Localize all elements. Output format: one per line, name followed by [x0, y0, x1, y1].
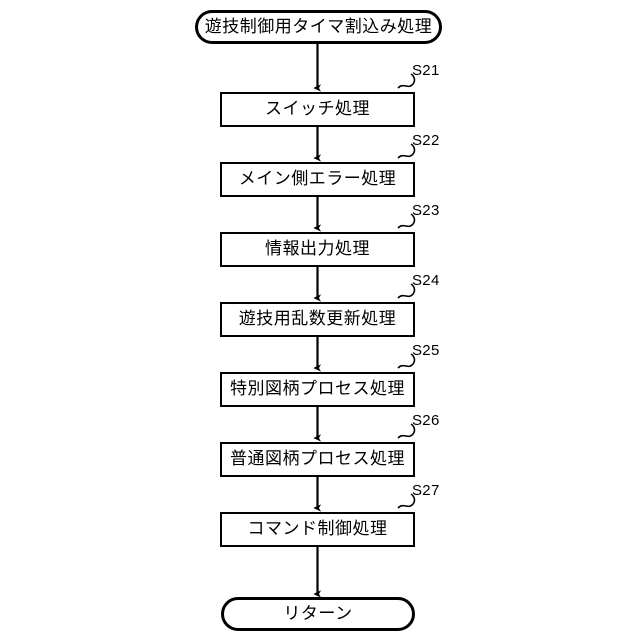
step-tag-s22: S22	[412, 132, 440, 149]
leader-line-s24	[397, 283, 416, 299]
step-tag-s25: S25	[412, 342, 440, 359]
process-box-s26-label: 普通図柄プロセス処理	[230, 449, 405, 469]
leader-line-s25	[397, 353, 416, 369]
leader-line-s23	[397, 213, 416, 229]
step-tag-s24: S24	[412, 272, 440, 289]
process-box-s21: スイッチ処理	[220, 92, 415, 127]
leader-line-s27	[397, 493, 416, 509]
step-tag-s21: S21	[412, 62, 440, 79]
step-tag-s23: S23	[412, 202, 440, 219]
process-box-s25: 特別図柄プロセス処理	[220, 372, 415, 407]
step-tag-s27: S27	[412, 482, 440, 499]
leader-line-s21	[397, 73, 416, 89]
process-box-s27: コマンド制御処理	[220, 512, 415, 547]
process-box-s21-label: スイッチ処理	[265, 99, 370, 119]
start-terminal: 遊技制御用タイマ割込み処理	[195, 10, 442, 44]
end-terminal: リターン	[221, 597, 415, 631]
process-box-s24: 遊技用乱数更新処理	[220, 302, 415, 337]
process-box-s26: 普通図柄プロセス処理	[220, 442, 415, 477]
start-terminal-label: 遊技制御用タイマ割込み処理	[204, 16, 433, 37]
end-terminal-label: リターン	[283, 603, 353, 624]
process-box-s22: メイン側エラー処理	[220, 162, 415, 197]
process-box-s25-label: 特別図柄プロセス処理	[230, 379, 405, 399]
process-box-s23: 情報出力処理	[220, 232, 415, 267]
step-tag-s26: S26	[412, 412, 440, 429]
leader-line-s26	[397, 423, 416, 439]
process-box-s24-label: 遊技用乱数更新処理	[238, 309, 397, 329]
process-box-s27-label: コマンド制御処理	[247, 519, 388, 539]
process-box-s22-label: メイン側エラー処理	[238, 169, 397, 189]
process-box-s23-label: 情報出力処理	[265, 239, 370, 259]
leader-line-s22	[397, 143, 416, 159]
